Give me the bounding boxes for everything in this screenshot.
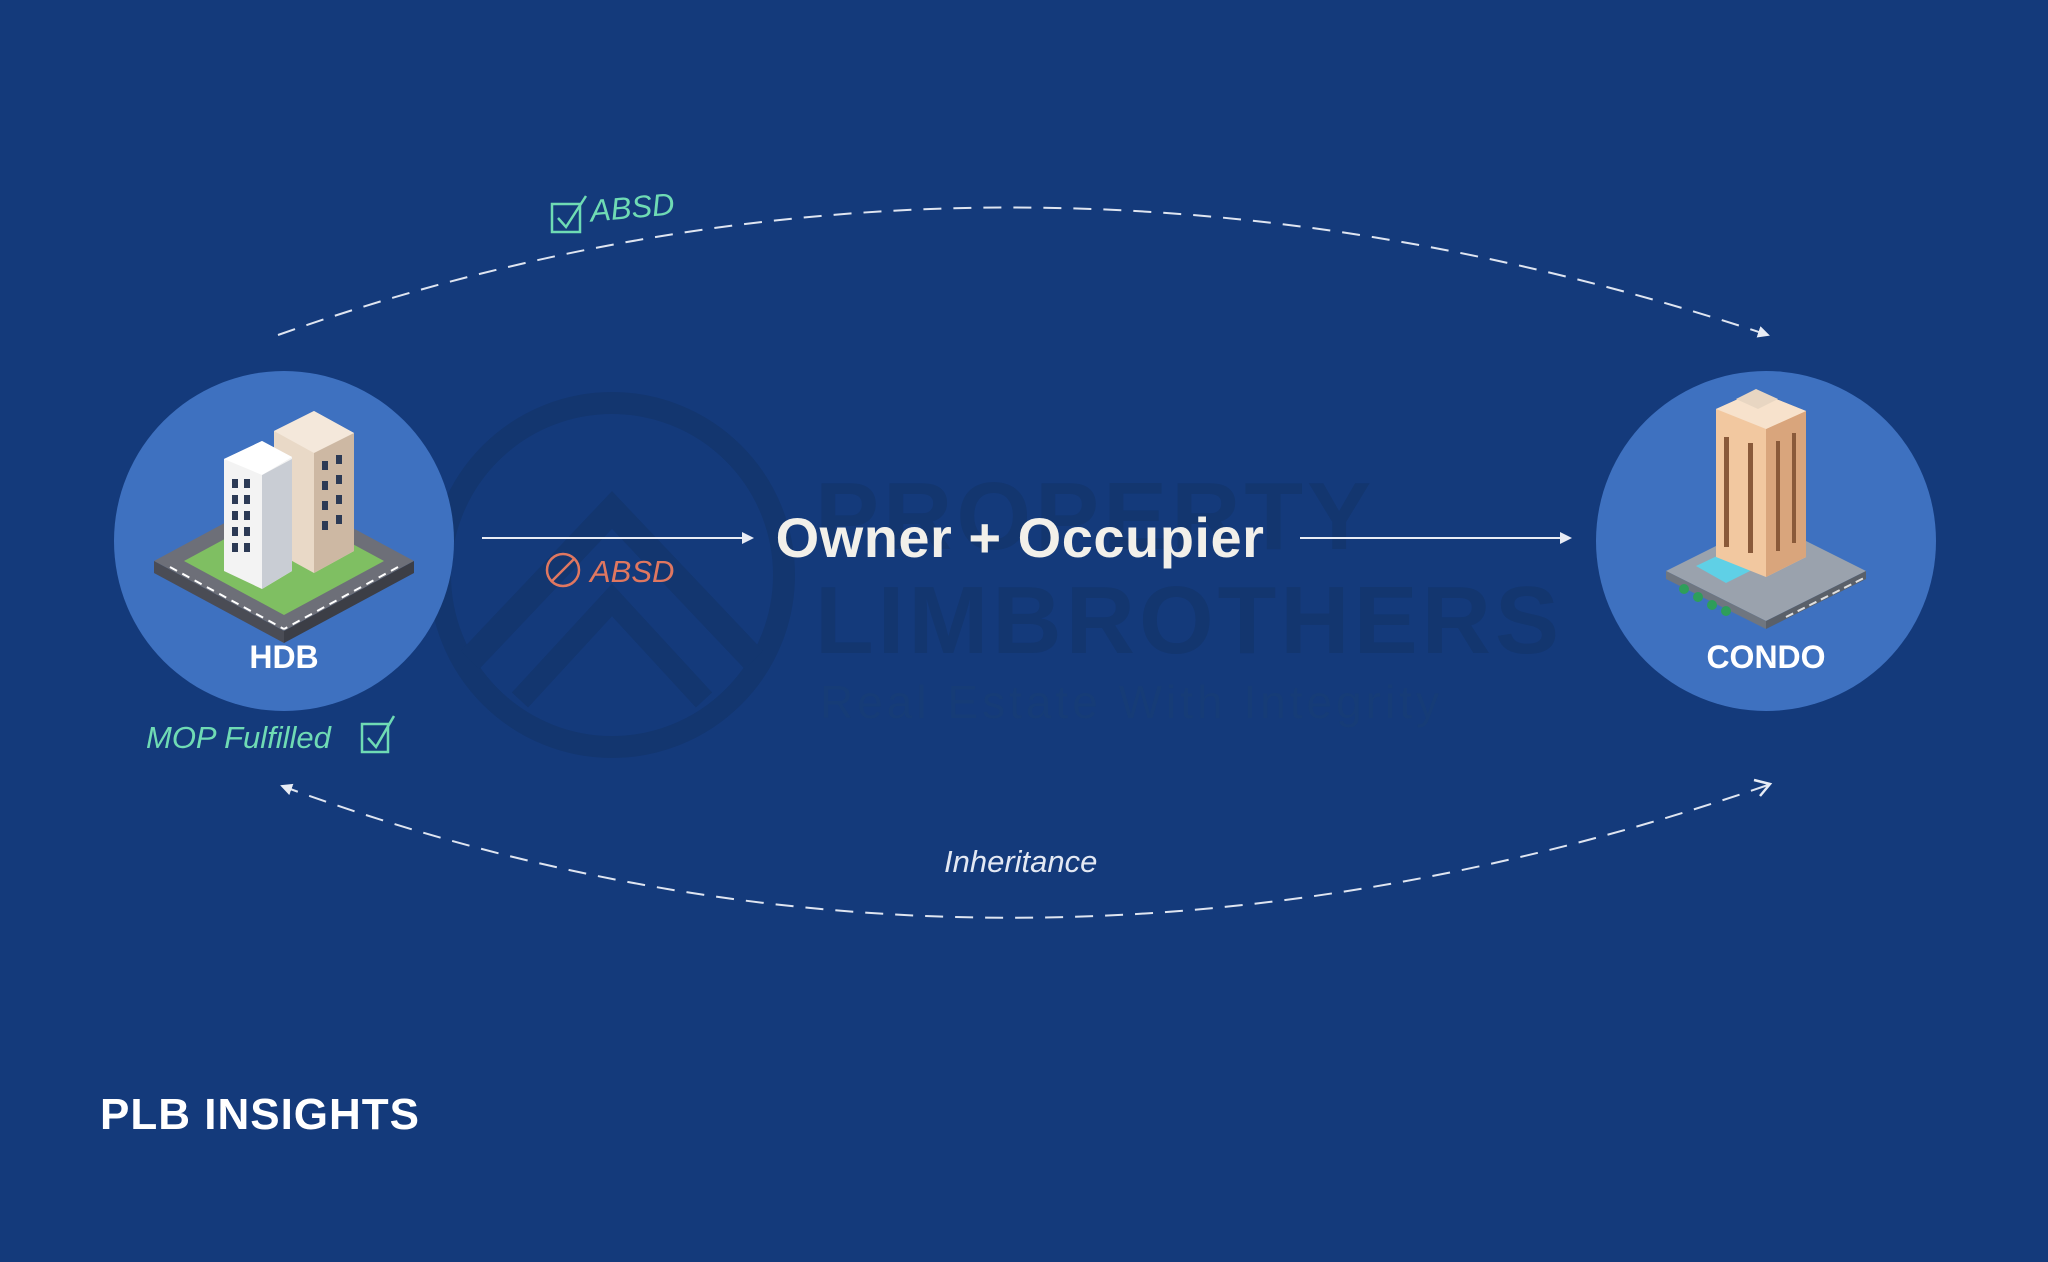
hdb-node: HDB	[114, 371, 454, 711]
plb-insights-logo: PLB INSIGHTS	[100, 1090, 421, 1139]
absd-top-label: ABSD	[588, 186, 676, 229]
checkbox-checked-icon	[550, 195, 588, 234]
inheritance-label: Inheritance	[944, 844, 1098, 879]
condo-label: CONDO	[1706, 639, 1826, 675]
condo-tower-icon	[1666, 389, 1867, 629]
watermark-line2: LIMBROTHERS	[815, 567, 1563, 674]
owner-occupier-label: Owner + Occupier	[775, 506, 1265, 569]
prohibited-icon	[545, 552, 581, 588]
hdb-buildings-icon	[154, 411, 414, 643]
hdb-label: HDB	[249, 639, 319, 675]
mop-fulfilled-label: MOP Fulfilled	[146, 720, 331, 755]
watermark-tagline: Real Estate With Integrity	[820, 676, 1443, 728]
checkbox-checked-icon	[360, 715, 396, 754]
absd-mid-label: ABSD	[590, 554, 675, 589]
top-dashed-arrow	[277, 206, 1770, 338]
condo-node: CONDO	[1596, 371, 1936, 711]
bottom-dashed-arrow-start-head	[1753, 778, 1773, 797]
watermark-line1: PROPERTY	[815, 463, 1376, 570]
